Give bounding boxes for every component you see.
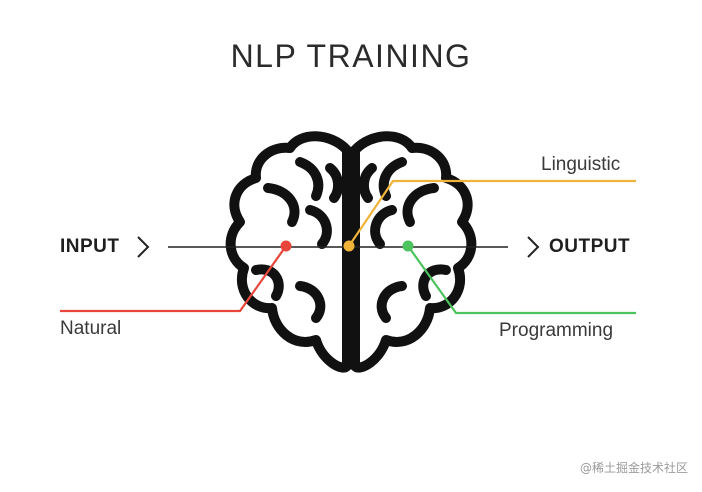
natural-node [280, 240, 292, 252]
programming-node [402, 240, 414, 252]
linguistic-node [343, 240, 355, 252]
output-chevron-icon [527, 236, 540, 258]
watermark-text: @稀土掘金技术社区 [579, 461, 688, 475]
linguistic-connector [348, 179, 636, 247]
programming-label: Programming [499, 320, 614, 341]
input-label: INPUT [60, 236, 120, 257]
natural-connector [60, 245, 287, 313]
programming-connector [407, 245, 636, 315]
input-chevron-icon [137, 236, 150, 258]
diagram-title: NLP TRAINING [230, 38, 472, 74]
linguistic-label: Linguistic [541, 154, 621, 175]
brain-icon [225, 131, 477, 373]
natural-label: Natural [60, 318, 122, 339]
output-label: OUTPUT [549, 236, 631, 257]
